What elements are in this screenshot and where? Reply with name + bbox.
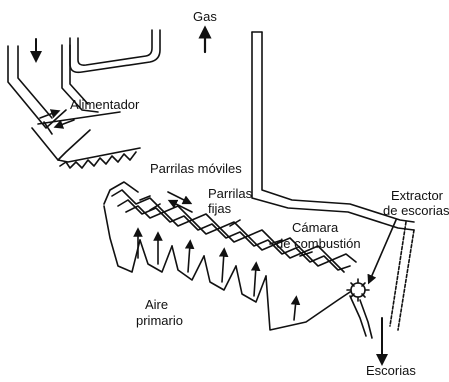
feeder-ram: [32, 112, 140, 168]
chamber-label-line1: Cámara: [292, 221, 338, 235]
gas-outlet-duct: [70, 30, 160, 72]
chamber-label-line2: de combustión: [276, 237, 361, 251]
slag-label: Escorias: [366, 364, 416, 378]
feeder-label: Alimentador: [70, 98, 139, 112]
primary-air-label-line2: primario: [136, 314, 183, 328]
furnace-walls: [252, 32, 414, 330]
fixed-grates-label-line1: Parrilas: [208, 187, 252, 201]
primary-air-label-line1: Aire: [145, 298, 168, 312]
gas-label: Gas: [193, 10, 217, 24]
moving-grates-label: Parrilas móviles: [150, 162, 242, 176]
fixed-grates-label-line2: fijas: [208, 202, 231, 216]
feed-hopper: [8, 45, 98, 128]
extractor-label-line1: Extractor: [391, 189, 443, 203]
extractor-label-line2: de escorias: [383, 204, 449, 218]
